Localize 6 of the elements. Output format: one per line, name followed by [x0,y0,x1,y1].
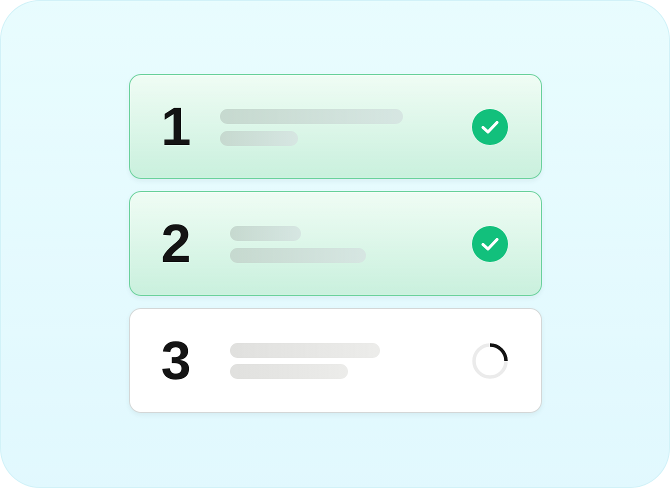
step-card [129,308,542,413]
step-card [129,191,542,296]
step-number: 3 [161,334,192,388]
step-card [129,74,542,179]
step-number: 1 [161,100,192,154]
step-number: 2 [161,216,192,270]
